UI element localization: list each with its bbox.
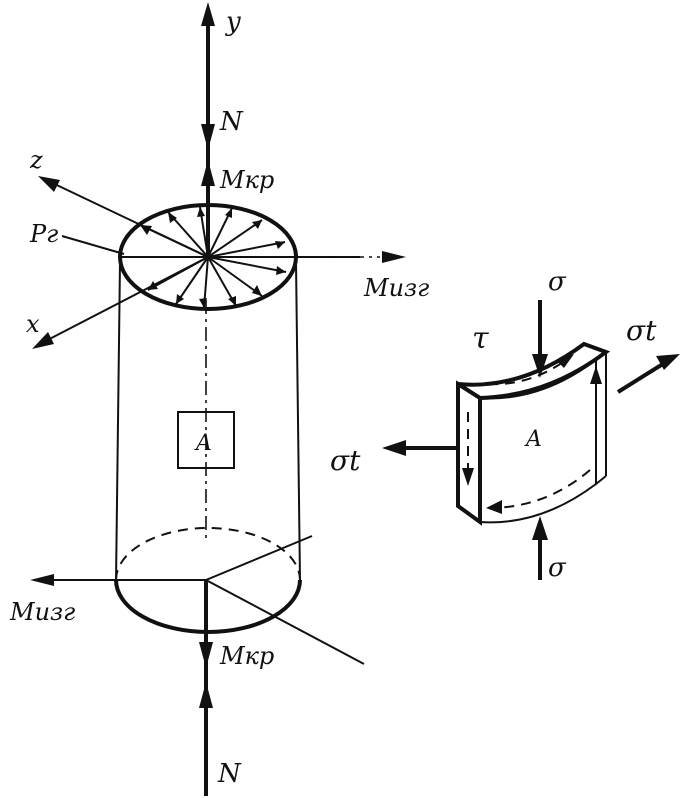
sigma-top-arrowhead (532, 354, 548, 378)
load-arrows (199, 124, 215, 708)
torque-bottom-arrowhead (199, 642, 213, 668)
y-axis-label: y (225, 7, 241, 37)
element-point-label: A (524, 427, 542, 452)
cylinder-point-label: A (194, 431, 212, 456)
torque-top-arrowhead (201, 160, 215, 186)
pressure-arrows (139, 206, 287, 309)
hoop-stress-left-label: σt (330, 444, 361, 477)
x-axis-label: x (26, 310, 40, 338)
element-shear-top (487, 359, 567, 386)
sigma-t-right-arrowhead (656, 354, 680, 370)
cylinder-right-wall (295, 261, 301, 581)
hoop-stress-right-label: σt (626, 314, 657, 347)
z-axis-label: z (29, 146, 43, 174)
y-axis-arrowhead (201, 2, 215, 26)
torque-top-label: Mкр (219, 166, 274, 194)
element-a (456, 341, 611, 526)
pressure-leader (61, 235, 125, 255)
axes (30, 2, 406, 796)
bottom-oblique-line-upper (205, 535, 313, 581)
axial-force-bottom-label: N (217, 759, 242, 789)
axial-force-top-label: N (219, 107, 244, 137)
normal-stress-bottom-label: σ (548, 553, 567, 583)
torque-bottom-label: Mкр (219, 642, 274, 670)
cylinder-bottom-back-arc (115, 527, 301, 581)
bending-moment-left-label: Mизг (9, 598, 75, 626)
bending-moment-right-label: Mизг (363, 274, 429, 302)
shear-stress-label: τ (472, 321, 489, 356)
pressure-label: Pг (29, 220, 58, 248)
bottom-oblique-line-lower (205, 579, 365, 665)
element-shear-bottom (493, 469, 591, 509)
x-axis-line (35, 256, 209, 347)
axial-force-bottom-arrowhead (199, 682, 213, 708)
sigma-bottom-arrowhead (532, 516, 548, 540)
x-axis-arrowhead (32, 332, 54, 349)
z-axis-line (41, 177, 209, 258)
element-left-face (456, 380, 482, 526)
cylinder-element-box (177, 411, 235, 469)
normal-stress-top-label: σ (548, 267, 567, 297)
z-axis-arrowhead (38, 176, 60, 192)
sigma-t-left-arrowhead (382, 440, 406, 456)
stress-arrows (382, 300, 680, 580)
axial-force-top-arrowhead (201, 124, 215, 150)
cylinder-left-wall (115, 261, 121, 583)
